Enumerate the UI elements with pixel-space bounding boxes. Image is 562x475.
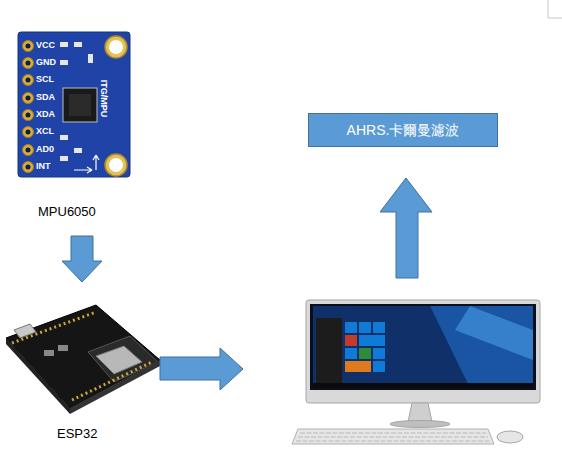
chip-marking: ITG/MPU xyxy=(99,79,110,117)
pin-name: SDA xyxy=(36,92,55,103)
esp32-board xyxy=(6,305,160,414)
screen xyxy=(313,306,533,388)
stand-base xyxy=(390,421,450,428)
pin-hole xyxy=(26,44,31,49)
sensor-figure: MPU6050 xyxy=(14,28,150,224)
pcb-edge xyxy=(6,338,70,414)
pin-pad xyxy=(23,58,34,69)
block-arrow xyxy=(380,178,432,278)
mount-hole xyxy=(105,36,127,58)
smd-part xyxy=(60,156,68,161)
tile xyxy=(345,361,371,372)
tile xyxy=(373,361,385,372)
board-figure: ESP32 xyxy=(2,296,162,446)
mouse xyxy=(497,431,523,443)
smd-part xyxy=(58,345,68,351)
pin-hole xyxy=(26,148,31,153)
pin-hole xyxy=(26,61,31,66)
axis-arrows xyxy=(74,155,99,173)
mount-hole-center xyxy=(109,40,123,54)
pcb xyxy=(18,32,130,177)
wallpaper-ray xyxy=(430,306,533,388)
monitor-stand xyxy=(408,403,432,422)
tile xyxy=(345,348,357,359)
page-corner-mark xyxy=(548,0,562,18)
tile xyxy=(359,335,385,346)
tile xyxy=(373,322,385,333)
tile xyxy=(359,322,371,333)
pin-hole xyxy=(26,96,31,101)
pin-header xyxy=(72,362,152,400)
pin-pad xyxy=(23,75,34,86)
smd-part xyxy=(60,42,68,47)
start-menu xyxy=(316,318,342,384)
pin-pad xyxy=(23,93,34,104)
smd-part xyxy=(74,148,82,153)
pin-pad xyxy=(23,127,34,138)
mpu6050-board xyxy=(18,32,130,177)
smd-part xyxy=(74,42,82,47)
pin-name: XDA xyxy=(36,109,55,120)
pin-hole xyxy=(26,165,31,170)
pin-name: VCC xyxy=(36,40,55,51)
pin-name: INT xyxy=(36,161,51,172)
smd-part xyxy=(44,350,54,356)
block-arrow xyxy=(62,236,102,282)
process-box: AHRS.卡爾曼濾波 xyxy=(308,113,498,147)
figure-caption: MPU6050 xyxy=(38,204,150,220)
tile xyxy=(359,348,371,359)
box-label: AHRS.卡爾曼濾波 xyxy=(347,121,460,139)
tile xyxy=(345,335,357,346)
keyboard-keys xyxy=(296,433,491,441)
tile xyxy=(373,348,385,359)
block-arrow xyxy=(160,348,243,390)
wallpaper-ray xyxy=(455,306,533,360)
keyboard xyxy=(292,429,494,444)
smd-part xyxy=(60,60,68,65)
figure-caption: ESP32 xyxy=(57,426,162,442)
pcb-edge xyxy=(70,360,160,414)
pin-pad xyxy=(23,110,34,121)
pin-pad xyxy=(23,41,34,52)
pin-pad xyxy=(23,145,34,156)
pin-pad xyxy=(23,162,34,173)
imu-chip xyxy=(63,88,97,122)
taskbar xyxy=(313,383,533,388)
pin-name: SCL xyxy=(36,74,54,85)
pin-hole xyxy=(26,113,31,118)
tile xyxy=(345,322,357,333)
module-shield xyxy=(96,346,142,374)
pin-header xyxy=(12,312,96,343)
chip-die xyxy=(69,94,91,116)
pcb xyxy=(6,305,160,408)
pin-name: GND xyxy=(36,57,56,68)
pin-pads xyxy=(23,41,34,173)
mount-hole xyxy=(105,154,127,176)
monitor-bezel xyxy=(310,304,536,390)
desktop-computer xyxy=(292,300,540,444)
pin-hole xyxy=(26,130,31,135)
mount-hole-center xyxy=(109,158,123,172)
start-tiles xyxy=(345,322,385,372)
pin-holes xyxy=(26,44,31,170)
smd-parts xyxy=(60,42,93,161)
smd-part xyxy=(88,54,93,63)
pin-name: XCL xyxy=(36,126,54,137)
pin-name: AD0 xyxy=(36,144,54,155)
pin-hole xyxy=(26,78,31,83)
smd-part xyxy=(60,135,68,140)
monitor-frame xyxy=(306,300,540,403)
